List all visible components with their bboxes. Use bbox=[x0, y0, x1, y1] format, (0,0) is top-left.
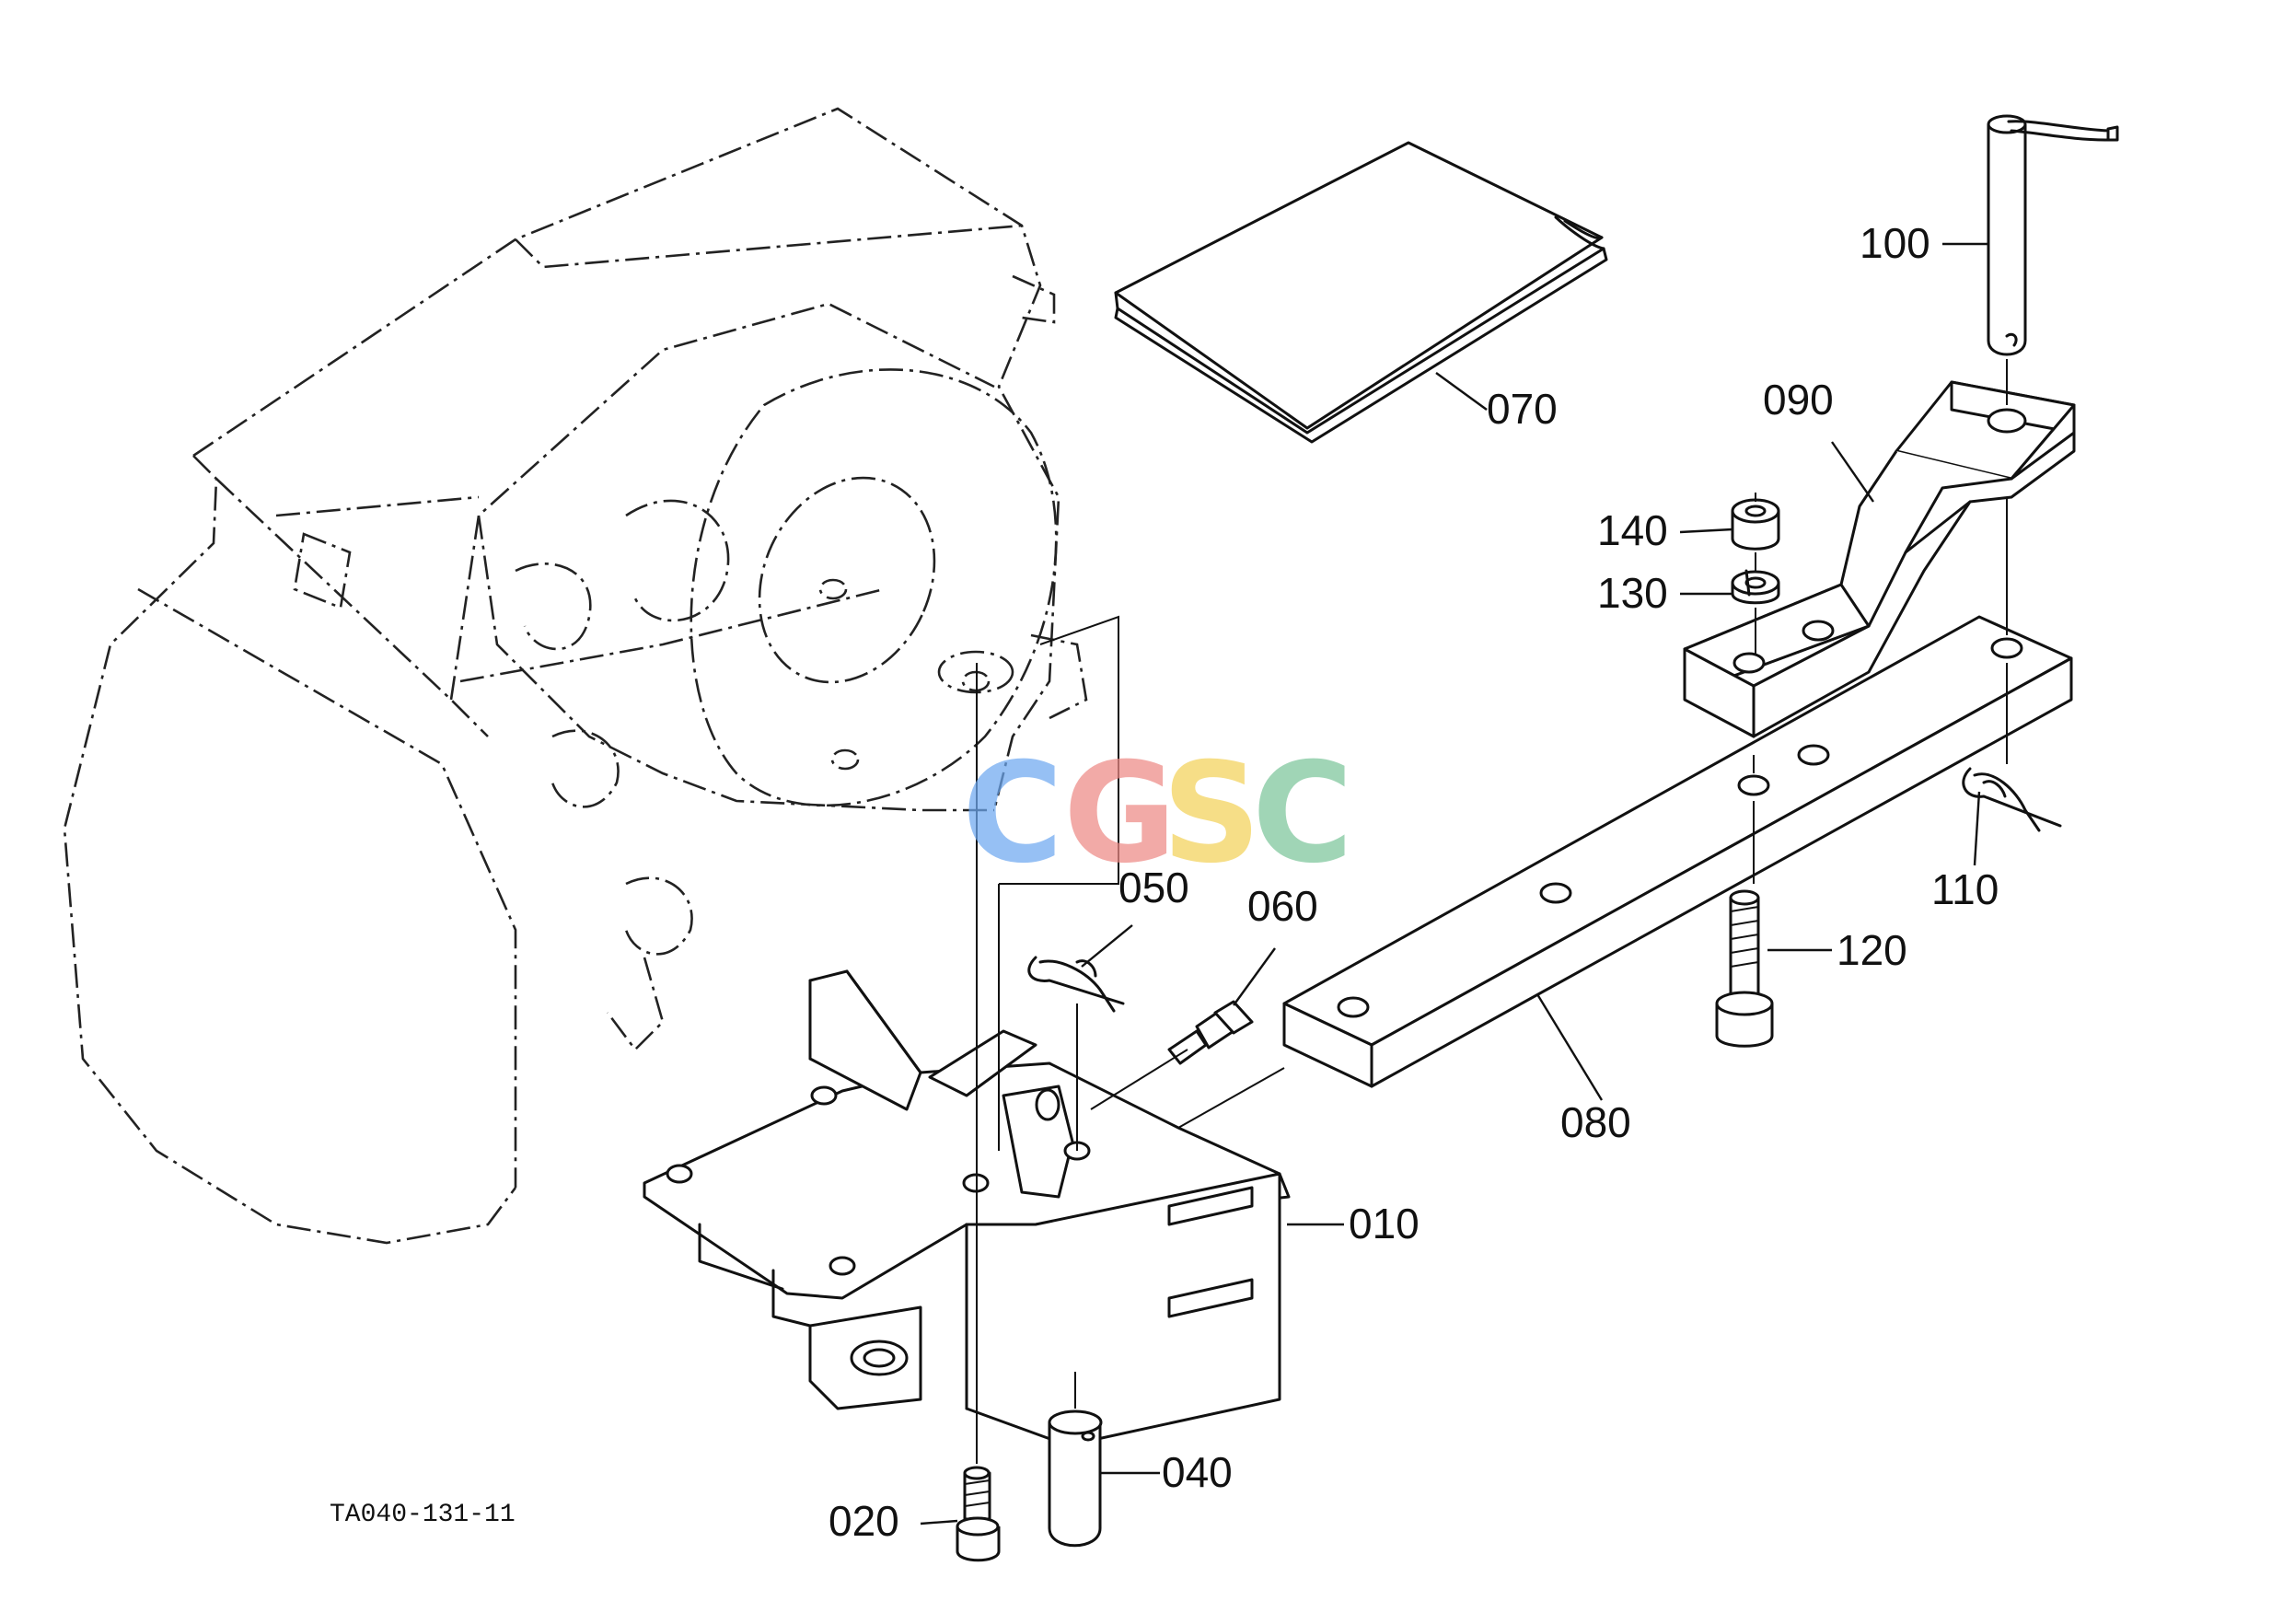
figure-code: TA040-131-11 bbox=[330, 1501, 516, 1529]
watermark-letter-c2: C bbox=[1252, 734, 1353, 894]
part-label-020: 020 bbox=[829, 1497, 899, 1545]
part-label-040: 040 bbox=[1162, 1448, 1233, 1496]
part-label-130: 130 bbox=[1597, 569, 1668, 617]
manual-booklet-070 bbox=[1114, 141, 1608, 444]
nut-140 bbox=[1731, 498, 1780, 551]
hair-pin-clip-110 bbox=[1962, 767, 2062, 832]
part-label-100: 100 bbox=[1860, 219, 1930, 267]
part-label-070: 070 bbox=[1487, 385, 1558, 433]
part-label-050: 050 bbox=[1118, 864, 1189, 911]
part-label-010: 010 bbox=[1349, 1200, 1420, 1247]
bolt-120 bbox=[1715, 889, 1774, 1048]
part-label-110: 110 bbox=[1931, 865, 1999, 913]
hitch-bracket-010 bbox=[643, 969, 1291, 1447]
watermark-letter-s: S bbox=[1162, 734, 1261, 894]
watermark-logo: C G S C bbox=[962, 734, 1353, 894]
part-label-080: 080 bbox=[1560, 1098, 1631, 1146]
part-label-120: 120 bbox=[1837, 926, 1907, 974]
drawbar-080 bbox=[1282, 615, 2073, 1088]
offset-bracket-090 bbox=[1683, 380, 2076, 738]
part-label-090: 090 bbox=[1763, 376, 1834, 423]
clevis-pin-040 bbox=[1048, 1409, 1103, 1548]
part-label-140: 140 bbox=[1597, 506, 1668, 554]
part-label-060: 060 bbox=[1247, 882, 1318, 930]
leader-lines bbox=[920, 242, 1988, 1525]
bolt-020 bbox=[956, 1466, 1001, 1562]
hair-pin-clip-050 bbox=[1027, 956, 1125, 1013]
lock-washer-130 bbox=[1731, 569, 1780, 605]
part-labels: 010 020 040 050 060 070 080 090 100 110 … bbox=[829, 219, 1999, 1545]
assembly-centerlines bbox=[976, 359, 2008, 1464]
engine-housing-outline bbox=[63, 107, 1088, 1245]
watermark-letter-c1: C bbox=[962, 734, 1063, 894]
watermark-letter-g: G bbox=[1063, 734, 1176, 894]
handle-pin-100 bbox=[1987, 114, 2119, 356]
